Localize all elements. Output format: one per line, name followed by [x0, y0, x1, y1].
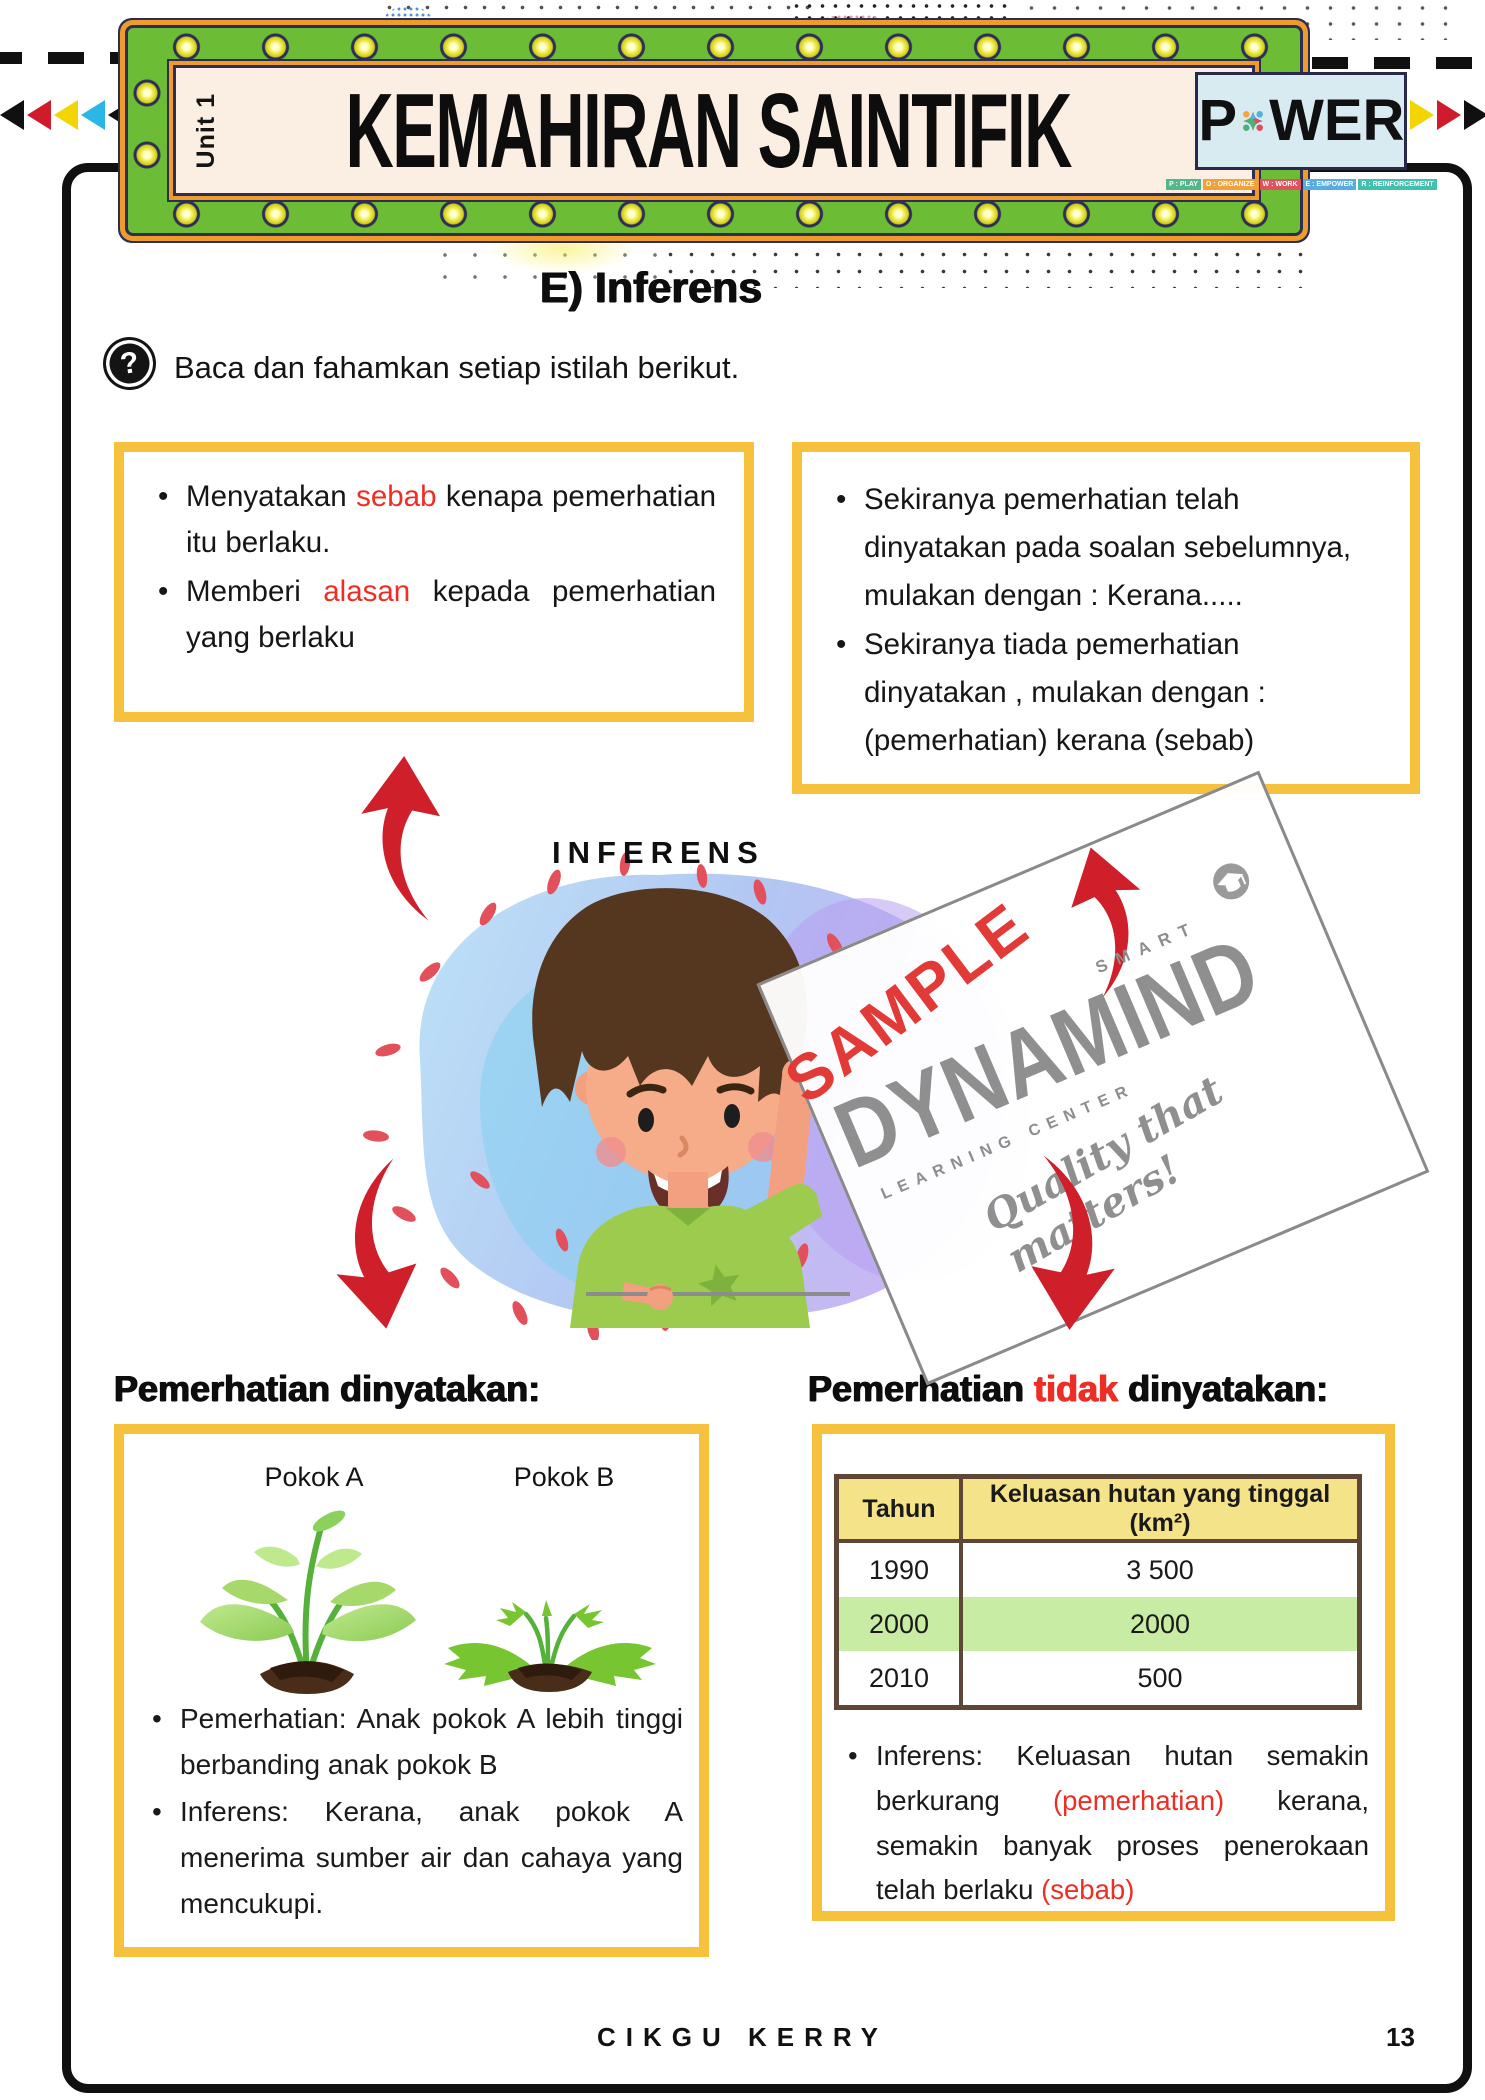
definition-text: Menyatakan	[186, 480, 357, 513]
bullet-marker: •	[158, 574, 169, 608]
observation-not-stated-box: Tahun Keluasan hutan yang tinggal (km²) …	[812, 1424, 1395, 1921]
marquee-bulbs-bottom	[142, 200, 1286, 228]
tag-reinforcement: R : REINFORCEMENT	[1358, 178, 1437, 190]
highlighted-word: tidak	[1034, 1368, 1119, 1409]
table-row: 2010 500	[837, 1651, 1360, 1708]
observation-stated-heading: Pemerhatian dinyatakan:	[114, 1368, 540, 1410]
definition-text: Sekiranya tiada pemerhatian dinyatakan ,…	[864, 628, 1266, 757]
forest-area-table: Tahun Keluasan hutan yang tinggal (km²) …	[834, 1474, 1362, 1710]
plant-b-illustration	[444, 1600, 656, 1692]
year-cell: 2010	[868, 1662, 930, 1693]
table-row-highlighted: 2000 2000	[836, 1597, 1360, 1651]
tag-organize: O : ORGANIZE	[1202, 178, 1258, 190]
highlighted-word: alasan	[323, 574, 411, 608]
arrow-down-right-icon	[1010, 1152, 1146, 1330]
tag-work: W : WORK	[1259, 178, 1301, 190]
bullet-marker: •	[848, 1740, 858, 1771]
title-banner: Unit 1 KEMAHIRAN SAINTIFIK P WER P : PLA…	[128, 28, 1437, 233]
triangle-icon	[1437, 100, 1461, 130]
arrow-up-left-icon	[332, 756, 460, 924]
column-header-area: Keluasan hutan yang tinggal (km²)	[959, 1476, 1360, 1543]
table-header-row: Tahun Keluasan hutan yang tinggal (km²)	[836, 1476, 1360, 1543]
definition-text: kenapa pemerhatian itu berlaku.	[186, 480, 717, 560]
area-cell: 2000	[959, 1597, 1360, 1651]
instruction-text: Baca dan fahamkan setiap istilah berikut…	[174, 350, 740, 385]
section-heading: E) Inferens	[540, 264, 763, 312]
triangle-icon	[1410, 100, 1434, 130]
inference-bullet: • Inferens: Kerana, anak pokok A menerim…	[144, 1789, 683, 1926]
definition-bullet: • Menyatakan sebab kenapa pemerhatian it…	[150, 474, 716, 567]
dashed-line-left	[0, 52, 151, 64]
plant-a-illustration	[200, 1510, 416, 1694]
triangle-icon	[54, 100, 78, 130]
power-logo-text-p: P	[1198, 88, 1238, 153]
bullet-marker: •	[836, 628, 847, 662]
footer-author: CIKGU KERRY	[596, 2022, 889, 2052]
triangle-icon	[81, 100, 105, 130]
power-logo-text-wer: WER	[1269, 88, 1405, 153]
tag-empower: E : EMPOWER	[1302, 178, 1357, 190]
year-cell: 1990	[868, 1554, 930, 1585]
arrow-up-right-icon	[1043, 833, 1186, 1006]
triangle-icon	[1464, 100, 1485, 130]
area-cell: 500	[959, 1651, 1360, 1708]
definition-bullet: • Sekiranya pemerhatian telah dinyatakan…	[828, 476, 1364, 619]
observation-stated-box: Pokok A Pokok B •	[114, 1424, 709, 1957]
plant-a-label: Pokok A	[264, 1462, 364, 1492]
people-circle-icon	[1243, 110, 1264, 131]
definition-bullet: • Memberi alasan kepada pemerhatian yang…	[150, 569, 716, 662]
highlighted-word: sebab	[356, 480, 437, 513]
graduation-cap-icon	[1213, 863, 1250, 900]
definition-text: kepada pemerhatian yang berlaku	[186, 574, 716, 654]
power-logo-tags: P : PLAY O : ORGANIZE W : WORK E : EMPOW…	[1166, 178, 1437, 190]
definition-text: Sekiranya pemerhatian telah dinyatakan p…	[864, 483, 1352, 612]
highlighted-word: (pemerhatian)	[1052, 1784, 1225, 1816]
observation-not-stated-bullets: • Inferens: Keluasan hutan semakin berku…	[840, 1734, 1369, 1915]
definition-bullet: • Sekiranya tiada pemerhatian dinyatakan…	[828, 621, 1364, 764]
inference-bullet: • Inferens: Keluasan hutan semakin berku…	[840, 1734, 1369, 1913]
inference-text: Inferens: Kerana, anak pokok A menerima …	[180, 1796, 683, 1919]
diagram-center-label: INFERENS	[552, 835, 765, 870]
banner-panel: Unit 1 KEMAHIRAN SAINTIFIK P WER P : PLA…	[176, 68, 1437, 193]
marquee-bulbs-left	[133, 62, 161, 199]
power-logo-box: P WER	[1195, 71, 1408, 170]
arrow-down-left-icon	[291, 1151, 446, 1336]
definition-box-right: • Sekiranya pemerhatian telah dinyatakan…	[792, 442, 1420, 794]
dashed-line-right	[1312, 57, 1485, 69]
unit-label: Unit 1	[192, 92, 220, 169]
heading-text: dinyatakan:	[1118, 1368, 1329, 1409]
heading-text: Pemerhatian dinyatakan:	[114, 1368, 541, 1409]
page-number: 13	[1386, 2022, 1415, 2052]
plant-b-label: Pokok B	[513, 1462, 615, 1492]
observation-stated-bullets: • Pemerhatian: Anak pokok A lebih tinggi…	[144, 1696, 683, 1928]
year-cell: 2000	[836, 1597, 961, 1651]
bullet-marker: •	[152, 1703, 162, 1734]
column-header-year: Tahun	[836, 1476, 961, 1543]
observation-bullet: • Pemerhatian: Anak pokok A lebih tinggi…	[144, 1696, 683, 1787]
sample-watermark: SAMPLE SMART DYNAMIND LEARNING CENTER Qu…	[756, 770, 1430, 1386]
definition-text: Memberi	[186, 574, 324, 608]
bullet-marker: •	[152, 1796, 162, 1828]
power-logo: P WER P : PLAY O : ORGANIZE W : WORK E :…	[1166, 71, 1437, 190]
definition-box-left: • Menyatakan sebab kenapa pemerhatian it…	[114, 442, 754, 722]
highlighted-word: (sebab)	[1041, 1874, 1135, 1906]
bullet-marker: •	[836, 483, 847, 516]
area-cell: 3 500	[959, 1541, 1360, 1597]
page-title: KEMAHIRAN SAINTIFIK	[345, 70, 1073, 190]
triangle-icon	[27, 100, 51, 130]
observation-text: Pemerhatian: Anak pokok A lebih tinggi b…	[180, 1703, 683, 1780]
inference-text: Inferens: Keluasan hutan semakin berkura…	[876, 1740, 1369, 1816]
observation-not-stated-heading: Pemerhatian tidak dinyatakan:	[808, 1368, 1328, 1410]
table-row: 1990 3 500	[837, 1541, 1360, 1597]
triangle-icon	[0, 100, 24, 130]
tag-play: P : PLAY	[1166, 178, 1201, 190]
marquee-bulbs-top	[142, 33, 1286, 61]
bullet-marker: •	[158, 480, 169, 513]
heading-text: Pemerhatian	[808, 1368, 1035, 1409]
inference-text: kerana, semakin banyak proses penerokaan…	[876, 1784, 1369, 1906]
